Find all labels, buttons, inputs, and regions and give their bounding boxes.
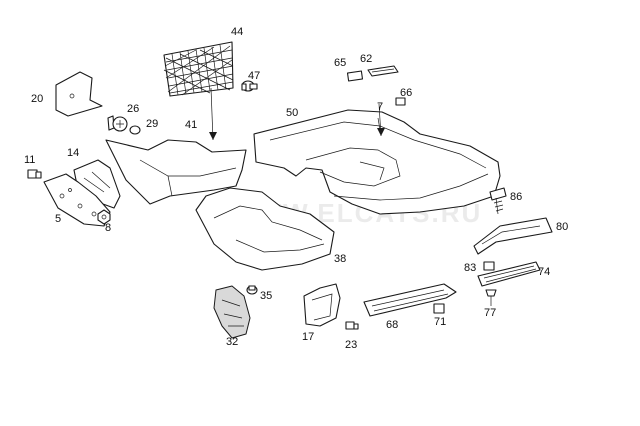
callout-20: 20	[31, 93, 43, 105]
nut-8	[97, 209, 111, 225]
callout-14: 14	[67, 147, 79, 159]
clip-35	[246, 285, 258, 295]
insulation-mat	[43, 173, 111, 227]
callout-68: 68	[386, 319, 398, 331]
side-trim-panel	[55, 71, 103, 117]
callout-labels: 44 47 20 26 29 41 50 65 62 66 7 11 14 5 …	[24, 26, 568, 351]
screw-86	[489, 187, 507, 215]
clip-47	[241, 80, 258, 92]
sill-plate	[477, 261, 541, 287]
callout-7: 7	[377, 101, 383, 113]
cargo-net	[163, 41, 234, 141]
clip-71	[433, 303, 445, 314]
callout-32: 32	[226, 336, 238, 348]
callout-71: 71	[434, 316, 446, 328]
clip-23	[345, 321, 359, 330]
sill-trim-left	[363, 283, 457, 317]
clip-11	[27, 169, 42, 179]
rear-floor-carpet	[105, 139, 247, 205]
callout-50: 50	[286, 107, 298, 119]
callout-80: 80	[556, 221, 568, 233]
pin-77	[485, 289, 497, 306]
callout-29: 29	[146, 118, 158, 130]
callout-11: 11	[24, 154, 35, 166]
callout-47: 47	[248, 70, 260, 82]
callout-83: 83	[464, 262, 476, 274]
callout-35: 35	[260, 290, 272, 302]
bracket-17	[303, 283, 341, 327]
callout-23: 23	[345, 339, 357, 351]
callout-86: 86	[510, 191, 522, 203]
callout-8: 8	[105, 222, 111, 234]
callout-66: 66	[400, 87, 412, 99]
sill-trim-right	[473, 217, 553, 255]
callout-77: 77	[484, 307, 496, 319]
parts-62-65-66	[346, 65, 406, 106]
callout-5: 5	[55, 213, 61, 225]
callout-38: 38	[334, 253, 346, 265]
callout-41: 41	[185, 119, 197, 131]
callout-44: 44	[231, 26, 243, 38]
callout-74: 74	[538, 266, 550, 278]
main-floor-carpet	[253, 103, 501, 215]
wheel-arch-liner	[213, 285, 251, 339]
callout-65: 65	[334, 57, 346, 69]
fasteners-26-29	[107, 115, 141, 135]
front-floor-carpet	[195, 187, 335, 271]
callout-62: 62	[360, 53, 372, 65]
callout-17: 17	[302, 331, 314, 343]
callout-26: 26	[127, 103, 139, 115]
clip-83	[483, 261, 495, 271]
